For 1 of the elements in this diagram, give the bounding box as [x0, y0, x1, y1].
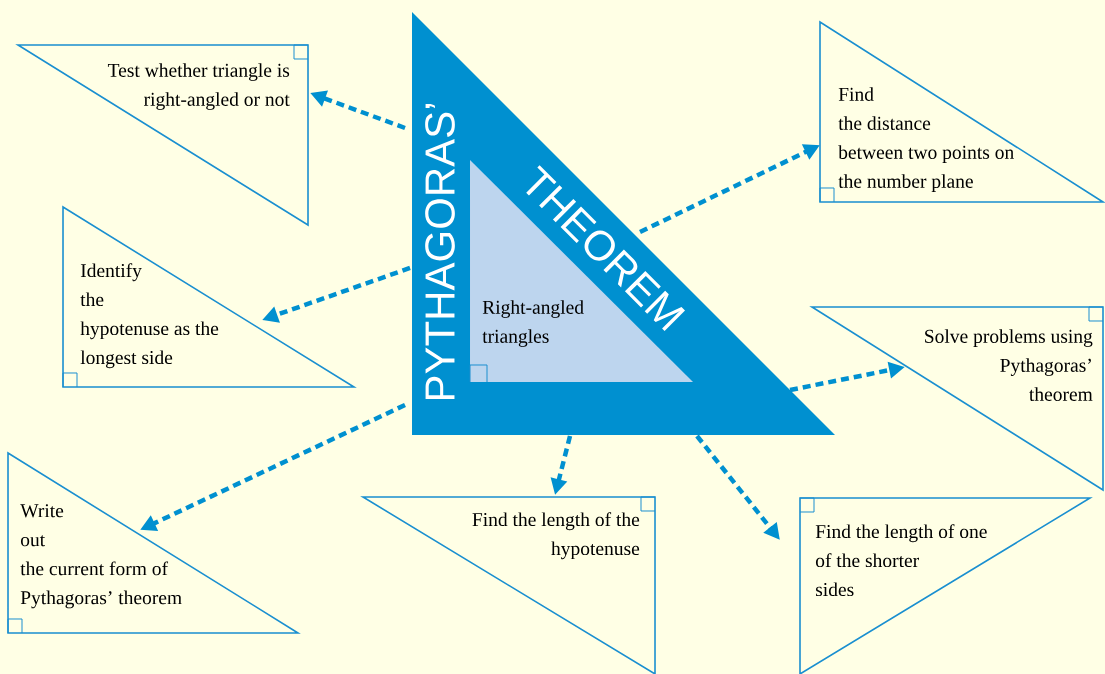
triangle-card: Find the length of one of the shorter sides: [799, 497, 1093, 674]
